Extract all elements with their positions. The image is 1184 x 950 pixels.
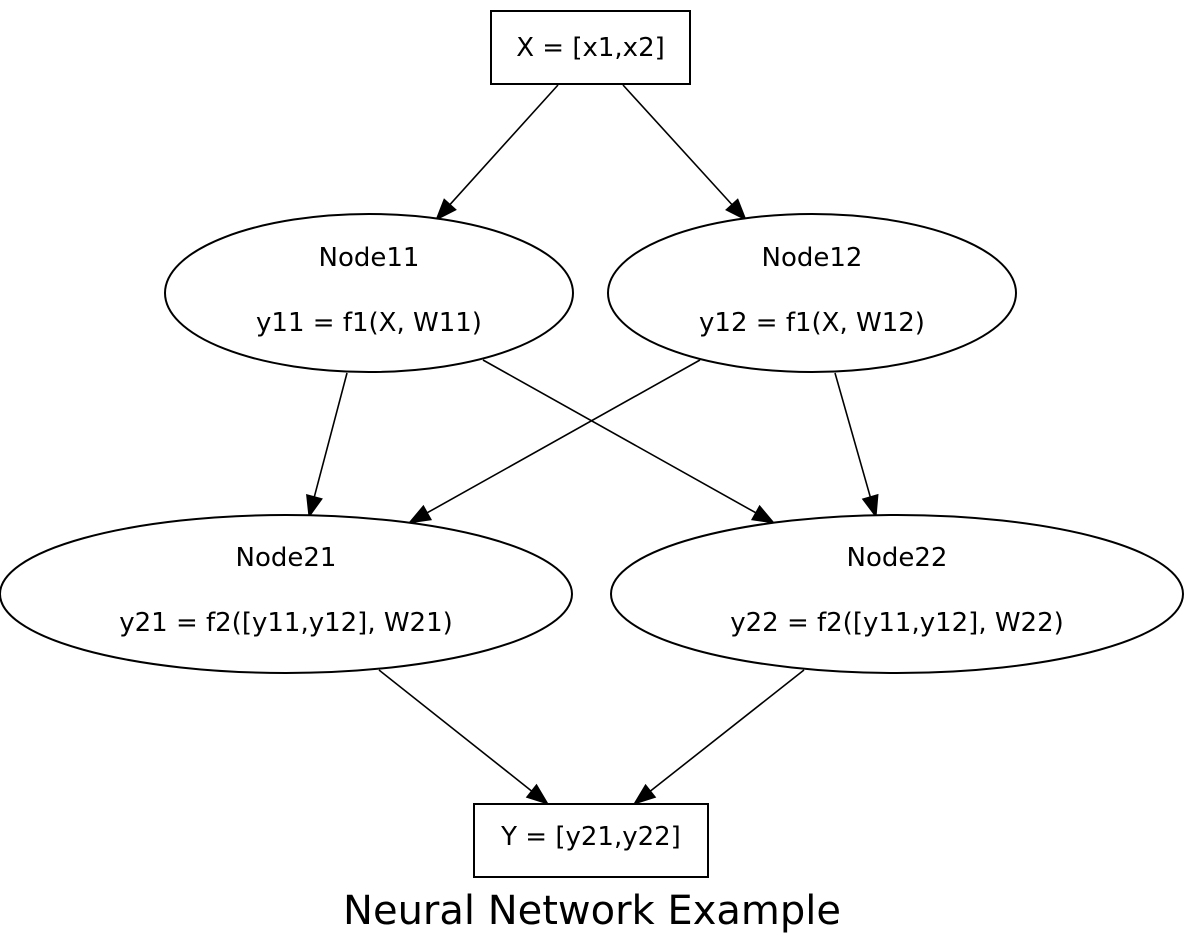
input-node-label: X = [x1,x2]: [516, 33, 665, 63]
edge-input-to-node11: [449, 84, 559, 205]
edges: [306, 84, 879, 805]
node11-name: Node11: [319, 243, 420, 273]
arrowhead-node21-to-output: [525, 783, 550, 805]
node11-formula: y11 = f1(X, W11): [256, 308, 482, 338]
output-node-label: Y = [y21,y22]: [500, 822, 681, 852]
arrowhead-node11-to-node22: [750, 504, 776, 524]
edge-input-to-node12: [622, 84, 733, 206]
node12-name: Node12: [762, 243, 863, 273]
input-node[interactable]: X = [x1,x2]: [490, 10, 691, 85]
edge-node22-to-output: [649, 669, 805, 792]
node22-formula: y22 = f2([y11,y12], W22): [730, 608, 1064, 638]
node22-name: Node22: [847, 543, 948, 573]
arrowhead-node22-to-output: [632, 783, 657, 805]
arrowhead-input-to-node11: [435, 198, 457, 222]
node22[interactable]: Node22 y22 = f2([y11,y12], W22): [610, 514, 1184, 674]
node11[interactable]: Node11 y11 = f1(X, W11): [164, 213, 574, 373]
edge-node11-to-node21: [313, 372, 348, 497]
edge-node11-to-node22: [482, 359, 757, 514]
node12[interactable]: Node12 y12 = f1(X, W12): [607, 213, 1017, 373]
arrowhead-node11-to-node21: [306, 493, 323, 519]
node21-name: Node21: [236, 543, 337, 573]
output-node[interactable]: Y = [y21,y22]: [473, 803, 709, 878]
arrowhead-node12-to-node22: [861, 493, 879, 519]
diagram-title: Neural Network Example: [343, 888, 841, 934]
arrowhead-input-to-node12: [725, 198, 747, 222]
node12-formula: y12 = f1(X, W12): [699, 308, 925, 338]
node21-formula: y21 = f2([y11,y12], W21): [119, 608, 453, 638]
node21[interactable]: Node21 y21 = f2([y11,y12], W21): [0, 514, 573, 674]
arrowhead-node12-to-node21: [407, 504, 433, 524]
edge-node12-to-node22: [834, 372, 872, 498]
edge-node12-to-node21: [426, 359, 701, 514]
edge-node21-to-output: [378, 669, 533, 792]
